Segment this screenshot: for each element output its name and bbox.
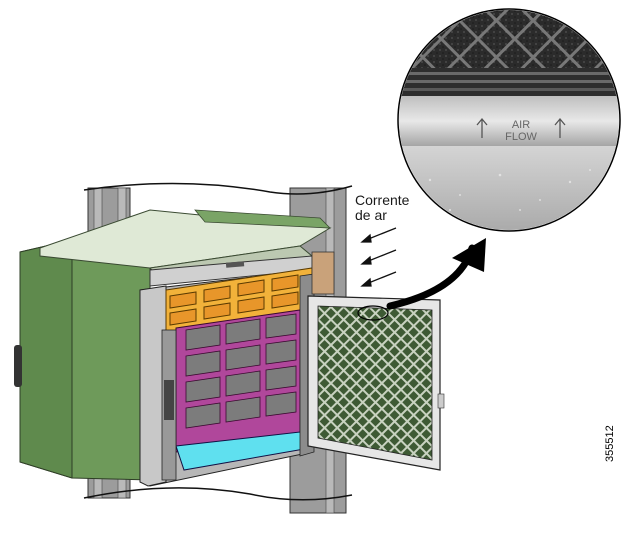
stamp-line-2: FLOW	[505, 131, 537, 143]
torn-edge-top	[83, 182, 353, 195]
filter-mesh	[317, 305, 433, 461]
highlight-ellipse	[357, 305, 389, 321]
chassis-plate	[399, 146, 619, 230]
front-bezel	[149, 255, 313, 287]
airflow-arrows	[360, 227, 397, 287]
airflow-arrow-3	[360, 271, 397, 287]
airflow-arrow-2	[360, 249, 397, 265]
filter-frame-edge	[399, 96, 619, 146]
airflow-arrow-1	[360, 227, 397, 243]
mounting-bracket	[161, 329, 177, 481]
airflow-label-line-2: de ar	[355, 207, 387, 223]
torn-edge-bottom	[83, 487, 353, 501]
airflow-label: Corrente de ar	[355, 193, 409, 223]
stamp-line-1: AIR	[512, 119, 530, 131]
callout-arrow	[386, 238, 486, 310]
logo-badge	[225, 261, 245, 268]
figure-id: 355512	[604, 425, 616, 462]
detail-circle: AIR FLOW	[397, 8, 621, 232]
up-arrow-icon	[554, 117, 566, 138]
airflow-label-line-1: Corrente	[355, 192, 410, 208]
up-arrow-icon	[476, 117, 488, 138]
door-latch	[437, 393, 445, 409]
magenta-card-cage	[175, 309, 301, 453]
chassis-side-panel	[14, 239, 151, 481]
side-handle	[14, 345, 22, 387]
air-filter-door	[307, 295, 445, 471]
